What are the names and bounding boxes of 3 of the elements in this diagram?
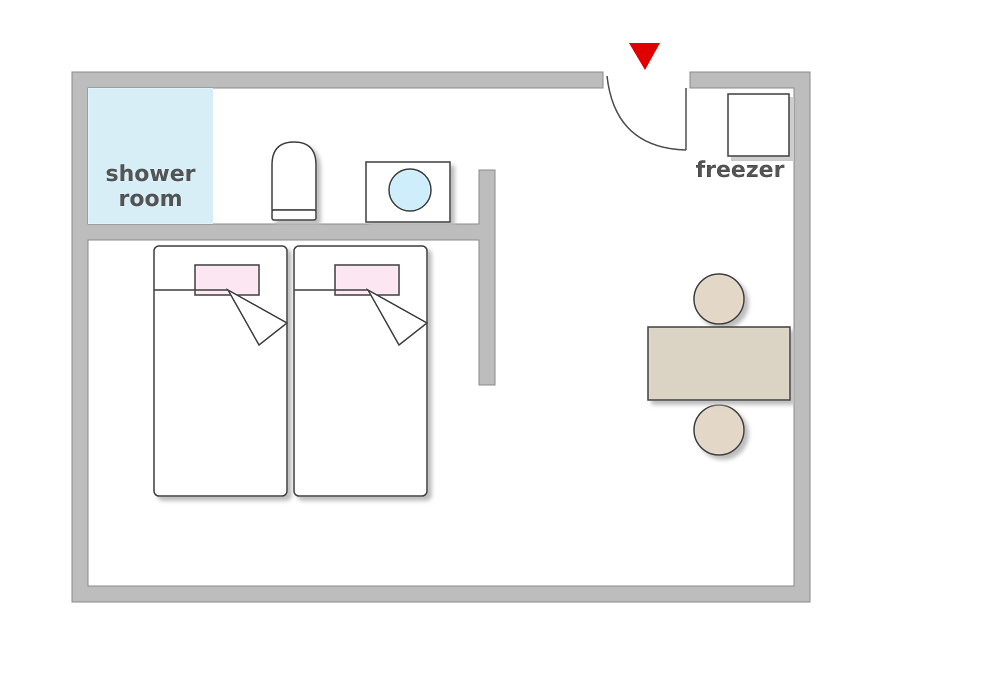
room-label: freezer (694, 158, 786, 183)
room-label: shower room (104, 162, 196, 212)
shower-room-area (88, 88, 213, 224)
